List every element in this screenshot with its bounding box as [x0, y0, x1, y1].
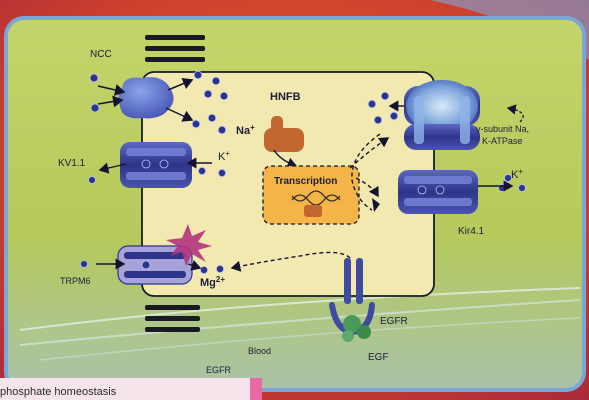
na-ion-label: Na+: [236, 123, 255, 137]
k-left-label: K+: [218, 149, 230, 163]
kv11-channel: [120, 142, 192, 188]
ncc-arrow: [167, 77, 194, 91]
transcription-arrow: [349, 137, 390, 169]
egfr-right-label: EGFR: [380, 316, 408, 327]
egfr-signal-arrow: [230, 251, 351, 272]
ion-dots: [80, 70, 526, 274]
caption-text: phosphate homeostasis: [0, 386, 117, 398]
trpm6-out-arrow: [187, 260, 202, 271]
outer-decor: [430, 0, 589, 60]
blood-label: Blood: [248, 346, 271, 356]
kv11-label: KV1.1: [58, 158, 86, 169]
kir41-label: Kir4.1: [458, 226, 485, 237]
gamma-arrow: [506, 104, 524, 123]
ncc-arrow: [97, 84, 126, 96]
hnfb-label: HNFB: [270, 91, 301, 103]
egf-ligand: [342, 315, 371, 342]
trpm6-channel: [117, 245, 193, 285]
mg-label: Mg2+: [200, 275, 225, 289]
atpase-label: K-ATPase: [482, 136, 522, 146]
ncc-arrow: [165, 107, 194, 122]
na-k-atpase-pump: [404, 80, 480, 150]
ncc-label: NCC: [90, 49, 112, 60]
k-right-label: K+: [511, 167, 523, 181]
gamma-subunit-label: γ-subunit Na,: [476, 124, 529, 134]
blood-flow-line: [19, 287, 581, 331]
curved-dashed-arrow: [351, 133, 381, 211]
bound-protein: [304, 205, 322, 217]
egfr-bottom-label: EGFR: [206, 365, 232, 375]
kv11-out-arrow: [98, 162, 127, 174]
tight-junction-top: [145, 35, 205, 62]
ncc-cotransporter: [118, 77, 174, 119]
ncc-arrow: [97, 95, 124, 108]
blood-flow-line: [39, 317, 581, 361]
caption-strip: [0, 378, 260, 400]
transcription-label: Transcription: [274, 176, 337, 187]
blood-flow-line: [19, 299, 581, 346]
triangle-marker: [372, 198, 380, 212]
kir41-channel: [398, 170, 478, 214]
transcription-box: [262, 165, 360, 225]
hnfb-protein: [264, 116, 304, 152]
caption-strip-accent: [250, 378, 262, 400]
egf-label: EGF: [368, 352, 389, 363]
transcription-arrow: [355, 177, 379, 198]
hnfb-arrow: [273, 149, 298, 169]
trpm6-label: TRPM6: [60, 276, 91, 286]
tight-junction-bottom: [145, 305, 200, 332]
starburst-icon: [166, 224, 212, 266]
